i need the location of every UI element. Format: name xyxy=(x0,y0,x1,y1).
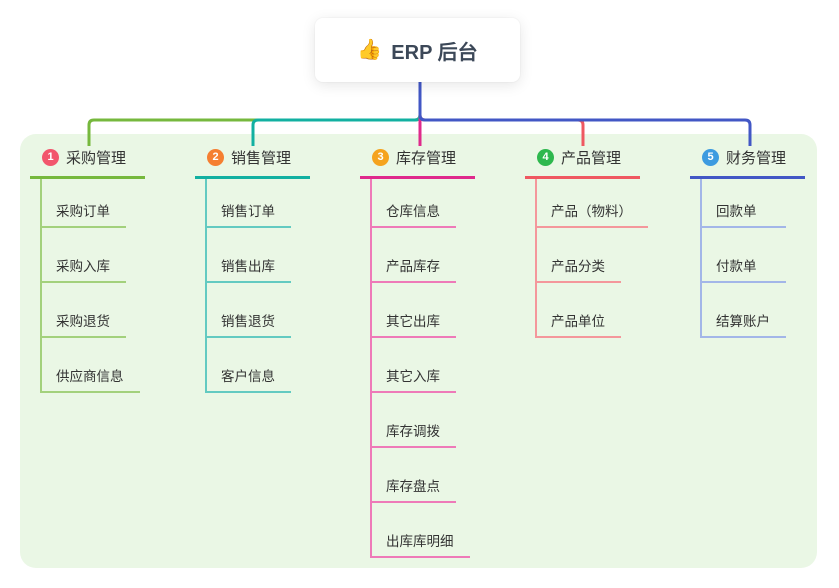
branch-header[interactable]: 4 产品管理 xyxy=(525,145,640,179)
branch-children: 销售订单销售出库销售退货客户信息 xyxy=(205,179,310,393)
child-node[interactable]: 付款单 xyxy=(702,228,786,283)
thumbs-up-icon: 👍 xyxy=(357,39,383,61)
branch-5: 5 财务管理回款单付款单结算账户 xyxy=(690,145,805,338)
branch-header[interactable]: 1 采购管理 xyxy=(30,145,145,179)
branch-children: 回款单付款单结算账户 xyxy=(700,179,805,338)
child-node[interactable]: 采购订单 xyxy=(42,179,126,228)
child-label: 采购退货 xyxy=(56,314,110,329)
child-label: 销售订单 xyxy=(221,204,275,219)
child-label: 其它出库 xyxy=(386,314,440,329)
branch-label: 销售管理 xyxy=(231,150,292,167)
child-node[interactable]: 仓库信息 xyxy=(372,179,456,228)
child-label: 仓库信息 xyxy=(386,204,440,219)
child-label: 付款单 xyxy=(716,259,757,274)
child-node[interactable]: 销售订单 xyxy=(207,179,291,228)
child-node[interactable]: 结算账户 xyxy=(702,283,786,338)
child-label: 供应商信息 xyxy=(56,369,124,384)
child-label: 采购入库 xyxy=(56,259,110,274)
branch-label: 产品管理 xyxy=(561,150,622,167)
branch-number-badge: 4 xyxy=(537,149,554,166)
child-node[interactable]: 采购入库 xyxy=(42,228,126,283)
child-node[interactable]: 销售退货 xyxy=(207,283,291,338)
child-label: 结算账户 xyxy=(716,314,770,329)
branch-children: 仓库信息产品库存其它出库其它入库库存调拨库存盘点出库库明细 xyxy=(370,179,475,558)
branch-number-badge: 5 xyxy=(702,149,719,166)
branch-number-badge: 1 xyxy=(42,149,59,166)
child-node[interactable]: 产品（物料） xyxy=(537,179,648,228)
child-node[interactable]: 库存调拨 xyxy=(372,393,456,448)
branch-header[interactable]: 3 库存管理 xyxy=(360,145,475,179)
child-node[interactable]: 采购退货 xyxy=(42,283,126,338)
root-title: ERP 后台 xyxy=(391,41,478,64)
branch-number-badge: 2 xyxy=(207,149,224,166)
branch-2: 2 销售管理销售订单销售出库销售退货客户信息 xyxy=(195,145,310,393)
child-node[interactable]: 供应商信息 xyxy=(42,338,140,393)
child-node[interactable]: 出库库明细 xyxy=(372,503,470,558)
branch-label: 财务管理 xyxy=(726,150,787,167)
child-node[interactable]: 产品分类 xyxy=(537,228,621,283)
child-label: 出库库明细 xyxy=(386,534,454,549)
child-label: 产品库存 xyxy=(386,259,440,274)
child-label: 产品（物料） xyxy=(551,204,632,219)
root-node[interactable]: 👍 ERP 后台 xyxy=(315,18,520,82)
branch-header[interactable]: 5 财务管理 xyxy=(690,145,805,179)
branch-number-badge: 3 xyxy=(372,149,389,166)
branches-panel xyxy=(20,134,817,568)
branch-label: 库存管理 xyxy=(396,150,457,167)
child-label: 库存调拨 xyxy=(386,424,440,439)
child-label: 销售退货 xyxy=(221,314,275,329)
branch-label: 采购管理 xyxy=(66,150,127,167)
child-node[interactable]: 其它出库 xyxy=(372,283,456,338)
child-label: 库存盘点 xyxy=(386,479,440,494)
branch-3: 3 库存管理仓库信息产品库存其它出库其它入库库存调拨库存盘点出库库明细 xyxy=(360,145,475,558)
branch-children: 采购订单采购入库采购退货供应商信息 xyxy=(40,179,145,393)
child-node[interactable]: 客户信息 xyxy=(207,338,291,393)
child-node[interactable]: 回款单 xyxy=(702,179,786,228)
child-label: 产品分类 xyxy=(551,259,605,274)
branch-children: 产品（物料） 产品分类产品单位 xyxy=(535,179,648,338)
child-label: 回款单 xyxy=(716,204,757,219)
child-node[interactable]: 产品库存 xyxy=(372,228,456,283)
child-label: 其它入库 xyxy=(386,369,440,384)
child-node[interactable]: 产品单位 xyxy=(537,283,621,338)
child-label: 产品单位 xyxy=(551,314,605,329)
child-node[interactable]: 库存盘点 xyxy=(372,448,456,503)
child-node[interactable]: 其它入库 xyxy=(372,338,456,393)
child-label: 销售出库 xyxy=(221,259,275,274)
child-node[interactable]: 销售出库 xyxy=(207,228,291,283)
child-label: 采购订单 xyxy=(56,204,110,219)
branch-1: 1 采购管理采购订单采购入库采购退货供应商信息 xyxy=(30,145,145,393)
child-label: 客户信息 xyxy=(221,369,275,384)
branch-header[interactable]: 2 销售管理 xyxy=(195,145,310,179)
branch-4: 4 产品管理产品（物料） 产品分类产品单位 xyxy=(525,145,648,338)
